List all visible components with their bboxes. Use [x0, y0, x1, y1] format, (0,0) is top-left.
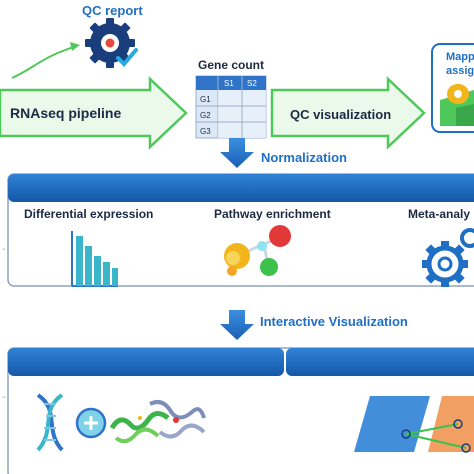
- rnaseq-pipeline-arrow: [0, 76, 188, 150]
- pathway-enrichment-label: Pathway enrichment: [214, 207, 331, 221]
- normalization-down-arrow: [220, 138, 254, 168]
- gene-count-title: Gene count: [198, 58, 264, 72]
- qc-visualization-label: QC visualization: [290, 107, 391, 122]
- mapping-box-line2: assig: [446, 65, 474, 77]
- interactive-visualization-label: Interactive Visualization: [260, 314, 408, 329]
- gene-count-table: [195, 75, 267, 139]
- dna-icon: [36, 393, 64, 452]
- meta-analysis-label: Meta-analy: [408, 207, 470, 221]
- map-pin-icon: [440, 84, 474, 126]
- plus-icon: [75, 407, 107, 439]
- gene-count-row-g3: G3: [200, 127, 211, 136]
- qc-visualization-arrow: [270, 76, 426, 150]
- gene-count-col-s2: S2: [247, 79, 257, 88]
- pathway-network-icon: [224, 225, 291, 276]
- rnaseq-pipeline-label: RNAseq pipeline: [10, 105, 121, 121]
- gene-count-col-s1: S1: [224, 79, 234, 88]
- differential-expression-label: Differential expression: [24, 207, 153, 221]
- normalization-label: Normalization: [261, 150, 347, 165]
- protein-structure-icon: [109, 400, 206, 444]
- mapping-box-line1: Mapp: [446, 51, 474, 63]
- left-edge-marker: -: [2, 244, 5, 255]
- interactive-visualization-down-arrow: [220, 310, 254, 340]
- linked-plots-icon: [354, 396, 474, 453]
- qc-report-label: QC report: [82, 3, 143, 18]
- gene-count-row-g1: G1: [200, 95, 211, 104]
- meta-analysis-gears-icon: [422, 228, 474, 287]
- left-edge-marker-2: -: [2, 392, 5, 403]
- qc-branch-arrow: [11, 42, 80, 79]
- bar-chart-icon: [71, 231, 118, 287]
- gene-count-row-g2: G2: [200, 111, 211, 120]
- analysis-panel: [7, 173, 474, 287]
- qc-report-gear-icon: [85, 18, 138, 68]
